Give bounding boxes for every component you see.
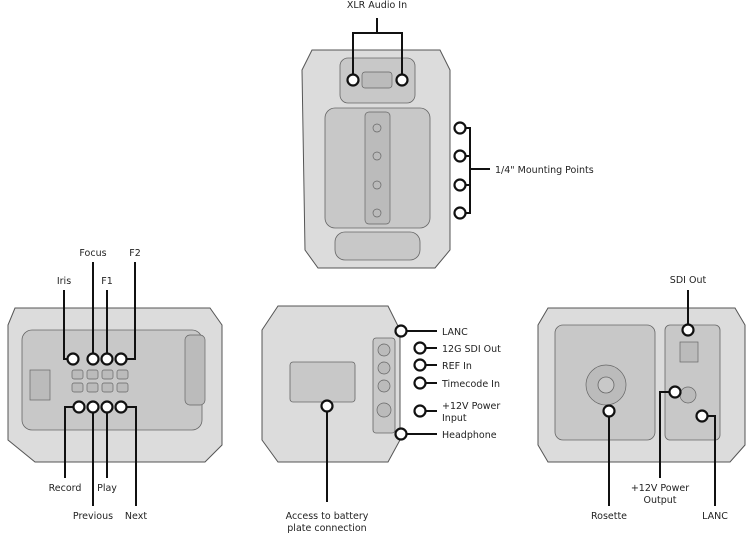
label-focus: Focus [79, 248, 106, 259]
label-power-output-line2: Output [644, 495, 677, 506]
label-battery-access-line2: plate connection [287, 523, 366, 534]
label-mounting-points: 1/4" Mounting Points [495, 165, 594, 176]
label-battery-access: Access to battery [286, 511, 369, 522]
label-f2: F2 [129, 248, 141, 259]
label-timecode-in: Timecode In [441, 379, 500, 390]
label-iris: Iris [57, 276, 71, 287]
label-f1: F1 [101, 276, 113, 287]
camera-left-side-view: Iris Focus F1 F2 Record Previous Play Ne… [7, 248, 223, 522]
label-xlr-audio-in: XLR Audio In [347, 0, 407, 11]
camera-rear-view: LANC 12G SDI Out REF In Timecode In +12V… [261, 305, 501, 534]
label-lanc: LANC [442, 327, 468, 338]
camera-top-view: XLR Audio In 1/4" Mounting Points [301, 0, 594, 269]
label-power-input: +12V Power [442, 401, 500, 412]
label-rosette: Rosette [591, 511, 627, 522]
label-sdi-out: SDI Out [670, 275, 707, 286]
label-power-input-line2: Input [442, 413, 467, 424]
label-next: Next [125, 511, 147, 522]
camera-right-side-view: SDI Out Rosette +12V Power Output LANC [537, 275, 746, 522]
label-headphone: Headphone [442, 430, 497, 441]
label-play: Play [97, 483, 117, 494]
label-lanc-right: LANC [702, 511, 728, 522]
label-record: Record [49, 483, 82, 494]
label-12g-sdi-out: 12G SDI Out [442, 344, 501, 355]
label-ref-in: REF In [442, 361, 472, 372]
label-previous: Previous [73, 511, 113, 522]
label-power-output: +12V Power [631, 483, 689, 494]
